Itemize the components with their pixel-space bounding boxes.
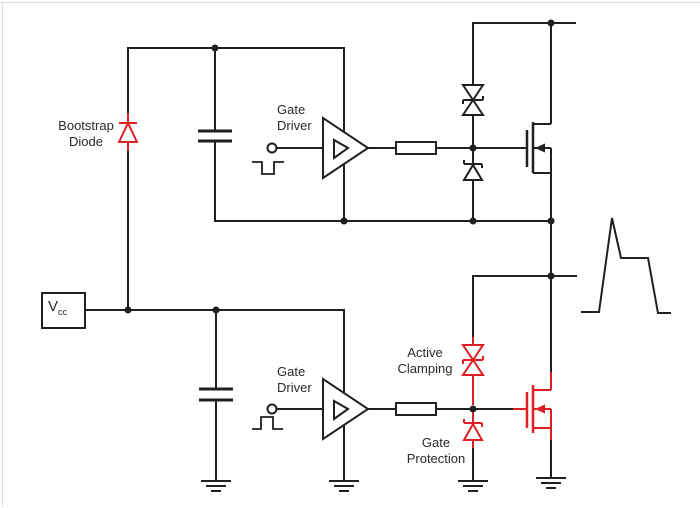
active-clamping-label-line2: Clamping <box>397 361 453 376</box>
active-clamping-tvs-diode <box>461 337 485 405</box>
high-side-mosfet <box>525 122 551 174</box>
vcc-label-base: V <box>48 298 59 315</box>
gate-protection-label-line1: Gate <box>421 435 451 450</box>
bootstrap-capacitor <box>198 129 232 143</box>
high-side-gate-driver-label-line1: Gate <box>277 102 306 117</box>
ground-symbol <box>201 480 231 492</box>
high-side-gate-clamp-diode <box>462 160 484 181</box>
vcc-label-subscript: cc <box>58 307 68 317</box>
vcc-source-box <box>41 292 86 329</box>
wires <box>85 22 577 481</box>
low-side-mosfet <box>513 372 552 440</box>
bootstrap-diode-label-line2: Diode <box>69 134 103 149</box>
ground-symbol <box>458 480 488 492</box>
high-side-gate-driver-label-line2: Driver <box>277 118 312 133</box>
low-side-gate-driver-buffer <box>252 377 370 441</box>
pulse-input-icon <box>252 416 283 430</box>
bootstrap-diode <box>117 113 139 151</box>
high-side-gate-driver-buffer <box>252 116 370 180</box>
low-side-gate-driver-label-line2: Driver <box>277 380 312 395</box>
low-side-capacitor <box>199 387 233 402</box>
gate-protection-label-line2: Protection <box>406 451 466 466</box>
ground-symbol <box>329 480 359 492</box>
gate-protection-diode <box>462 412 484 448</box>
low-side-gate-driver-label-line1: Gate <box>277 364 306 379</box>
active-clamping-label-line1: Active <box>407 345 443 360</box>
bootstrap-diode-label-line1: Bootstrap <box>58 118 114 133</box>
vcc-label: Vcc <box>48 298 67 317</box>
junction-dots <box>124 19 555 413</box>
low-side-gate-resistor <box>395 402 437 416</box>
ground-symbol <box>536 477 566 489</box>
switch-node-waveform <box>581 217 671 314</box>
inverted-pulse-input-icon <box>252 161 284 175</box>
high-side-bidirectional-tvs-diode <box>461 84 485 116</box>
high-side-gate-resistor <box>395 141 437 155</box>
